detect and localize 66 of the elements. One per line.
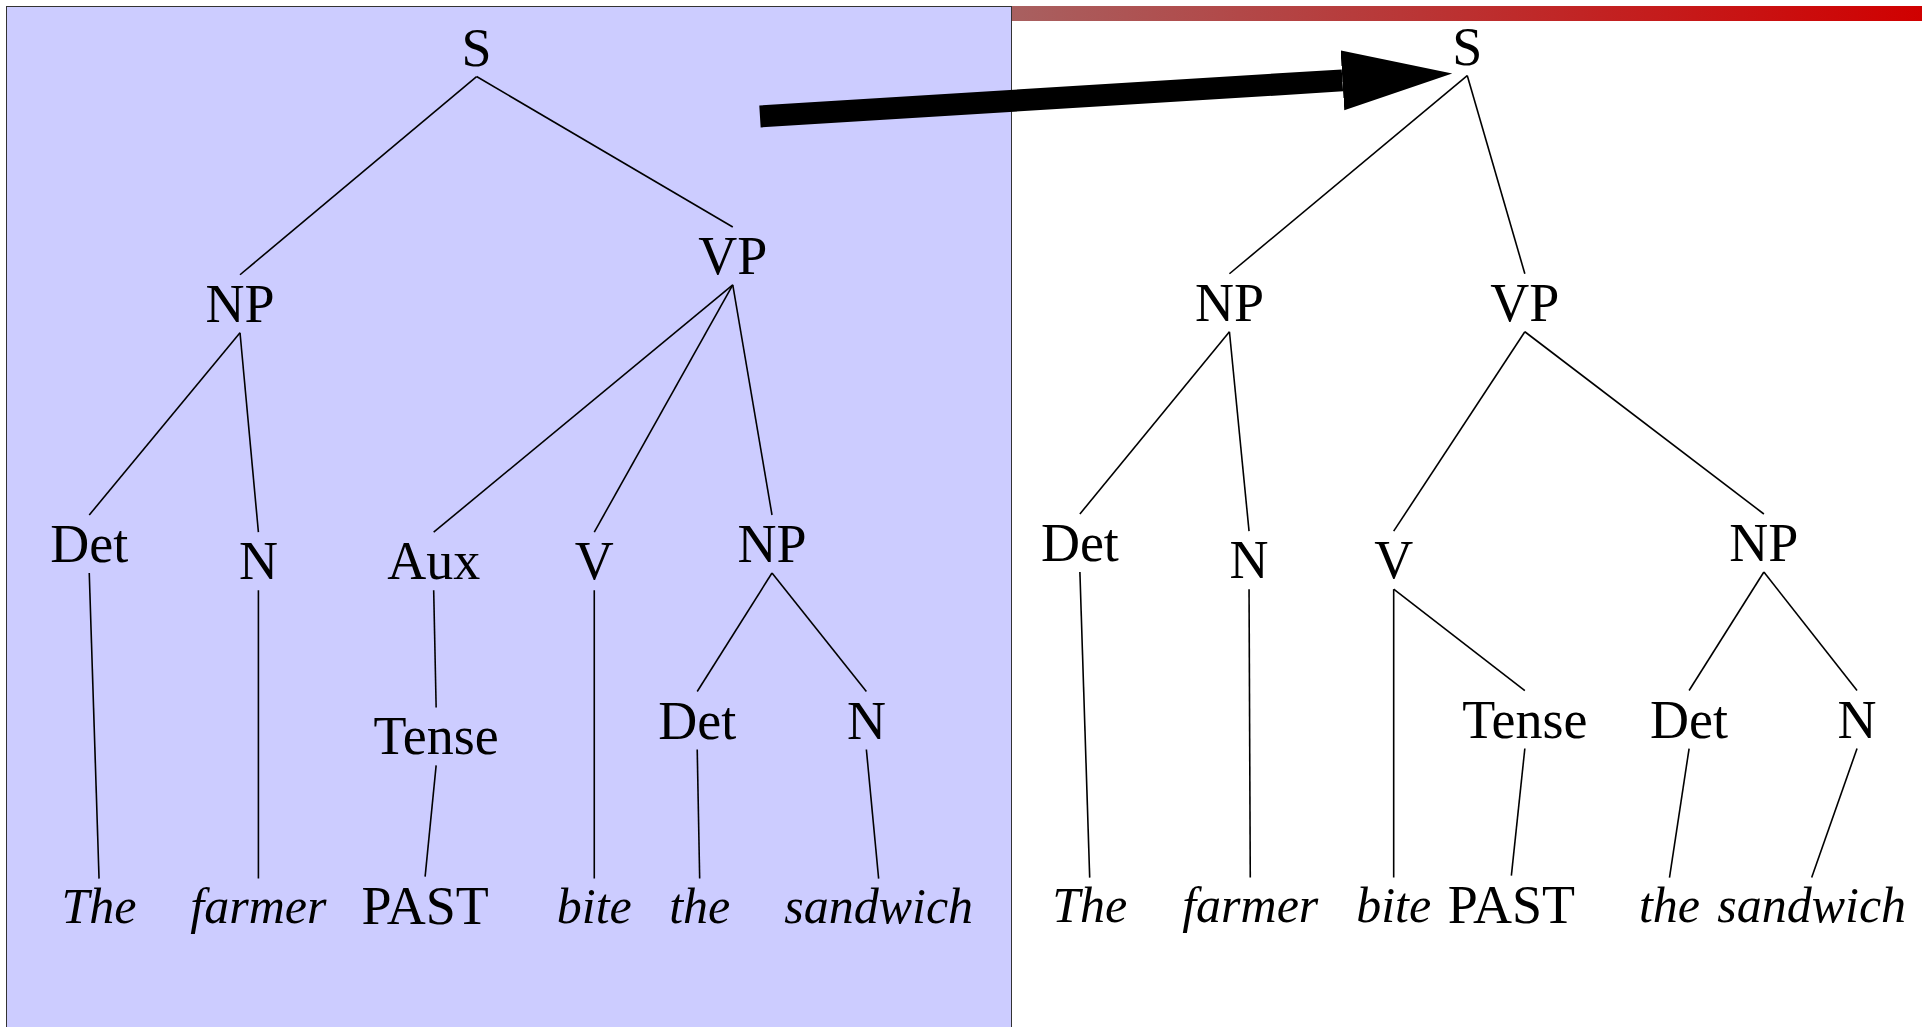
category-label: N	[844, 691, 888, 750]
tree-branch	[1810, 747, 1858, 879]
category-label: S	[1450, 17, 1485, 76]
tree-branch	[771, 572, 868, 693]
category-label: V	[572, 532, 616, 591]
category-label: Det	[656, 691, 739, 750]
category-label: NP	[735, 515, 809, 573]
word-label: farmer	[1180, 877, 1321, 932]
category-label: N	[1835, 690, 1879, 749]
tree-branch	[696, 748, 701, 880]
category-label: NP	[1192, 273, 1266, 332]
word-label: The	[1050, 877, 1130, 932]
tree-branch	[1510, 747, 1526, 877]
tree-branch	[1466, 74, 1526, 275]
tree-branch	[432, 284, 734, 533]
tree-branch	[88, 572, 100, 880]
word-label: sandwich	[782, 878, 976, 933]
tree-branch	[239, 331, 260, 533]
category-label: NP	[203, 274, 277, 333]
arrow	[759, 50, 1453, 128]
word-label: the	[667, 878, 733, 933]
category-label: Det	[1038, 514, 1121, 572]
tree-branch	[1668, 747, 1690, 879]
tree-branch	[257, 589, 260, 880]
tree-branch	[1763, 571, 1858, 692]
category-label: NP	[1727, 514, 1801, 572]
word-label: farmer	[188, 878, 329, 933]
tree-branch	[239, 75, 478, 276]
tree-branch	[1228, 330, 1250, 532]
category-label: N	[1227, 531, 1271, 590]
tree-branch	[475, 75, 734, 228]
word-label: PAST	[1445, 875, 1577, 934]
category-label: VP	[696, 226, 770, 285]
word-label: PAST	[359, 876, 491, 935]
tree-branch	[1079, 571, 1091, 879]
category-label: VP	[1488, 273, 1562, 332]
category-label: Det	[1648, 690, 1731, 749]
tree-branch	[1392, 588, 1526, 692]
tree-branch	[731, 284, 773, 516]
category-label: Tense	[371, 707, 501, 766]
tree-branch	[1228, 74, 1469, 275]
tree-branch	[424, 764, 437, 878]
word-label: bite	[1354, 877, 1434, 932]
tree-branch	[696, 572, 773, 693]
tree-branch	[1079, 330, 1231, 515]
tree-branch	[1392, 330, 1526, 532]
category-label: V	[1372, 531, 1416, 590]
highlight-panel	[6, 6, 1013, 1027]
tree-branch	[593, 284, 734, 533]
tree-branch	[432, 589, 437, 709]
word-label: sandwich	[1715, 877, 1909, 932]
tree-branch	[88, 331, 241, 516]
tree-branch	[865, 748, 880, 880]
category-label: Aux	[385, 532, 483, 591]
category-label: Det	[48, 515, 131, 573]
category-label: S	[459, 18, 494, 77]
tree-branch	[1248, 588, 1252, 879]
word-label: the	[1636, 877, 1703, 932]
tree-branch	[1392, 588, 1395, 879]
word-label: The	[59, 878, 139, 933]
tree-branch	[1688, 571, 1765, 692]
tree-branch	[593, 589, 596, 880]
category-label: N	[236, 532, 280, 591]
word-label: bite	[554, 878, 634, 933]
tree-branch	[1524, 330, 1765, 515]
category-label: Tense	[1460, 690, 1590, 749]
